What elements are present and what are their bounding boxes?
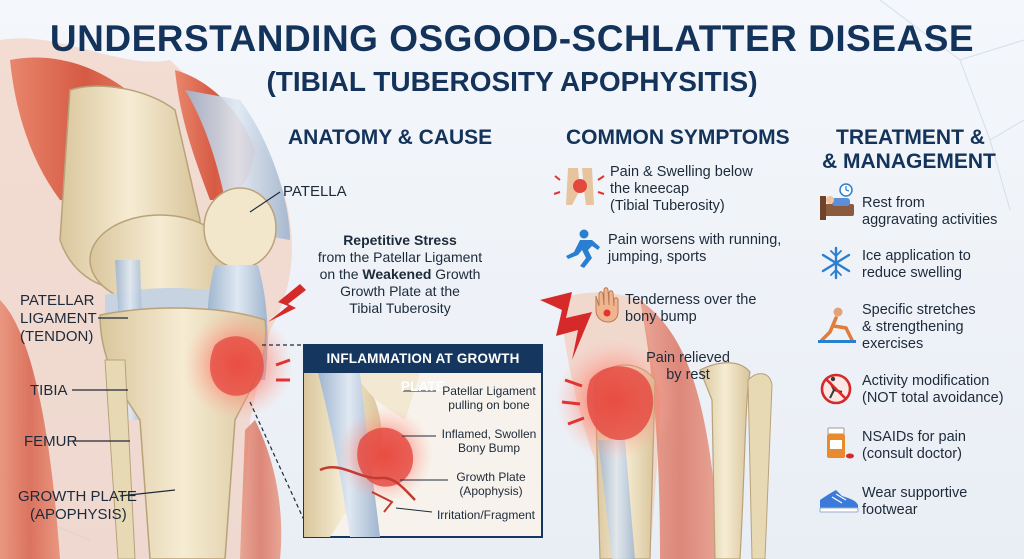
- symptom-3-line-2: bony bump: [625, 309, 697, 325]
- symptom-1-line-1: Pain & Swelling below: [610, 164, 753, 180]
- inset-label-ligament-1: Patellar Ligament: [442, 384, 536, 398]
- inset-label-bump-1: Inflamed, Swollen: [441, 427, 537, 441]
- symptom-item-2: Pain worsens with running, jumping, spor…: [608, 232, 818, 266]
- hand-icon: [595, 287, 619, 323]
- bed-rest-icon: [820, 183, 854, 220]
- inset-label-growth-plate: Growth Plate (Apophysis): [446, 470, 536, 498]
- treatment-5-line-2: (consult doctor): [862, 446, 962, 462]
- pain-bolt-icon: [540, 292, 592, 360]
- repetitive-stress-text: Repetitive Stress from the Patellar Liga…: [310, 232, 490, 317]
- no-activity-icon: [820, 373, 852, 405]
- inset-title: INFLAMMATION AT GROWTH PLATE: [304, 345, 542, 394]
- label-femur: FEMUR: [24, 433, 78, 450]
- treatment-item-5: NSAIDs for pain (consult doctor): [862, 429, 1022, 463]
- symptom-2-line-1: Pain worsens with running,: [608, 232, 782, 248]
- treatment-item-3: Specific stretches & strengthening exerc…: [862, 302, 1022, 353]
- treatment-3-line-2: & strengthening: [862, 319, 964, 335]
- section-anatomy-heading: ANATOMY & CAUSE: [288, 126, 493, 149]
- pain-rays: [275, 358, 585, 426]
- knee-pain-icon: [553, 168, 605, 205]
- treatment-3-line-1: Specific stretches: [862, 302, 976, 318]
- stretch-icon: [818, 307, 856, 343]
- treatment-2-line-1: Ice application to: [862, 248, 971, 264]
- section-treatment-heading-2: & MANAGEMENT: [822, 150, 996, 173]
- stress-bold-3: Weakened: [362, 266, 432, 282]
- treatment-1-line-2: aggravating activities: [862, 212, 998, 228]
- stress-line-5: Tibial Tuberosity: [349, 300, 451, 316]
- stress-arrow-left: [268, 284, 306, 322]
- stress-line-2: from the Patellar Ligament: [317, 249, 483, 265]
- symptom-3-line-1: Tenderness over the: [625, 292, 757, 308]
- page-subtitle: (TIBIAL TUBEROSITY APOPHYSITIS): [266, 66, 758, 97]
- section-treatment-heading-1: TREATMENT &: [836, 126, 985, 149]
- section-symptoms-heading: COMMON SYMPTOMS: [566, 126, 790, 149]
- label-growth-plate-2: (APOPHYSIS): [30, 506, 127, 523]
- runner-icon: [566, 229, 600, 268]
- symptom-item-1: Pain & Swelling below the kneecap (Tibia…: [610, 164, 810, 215]
- symptom-1-line-3: (Tibial Tuberosity): [610, 198, 725, 214]
- treatment-4-line-2: (NOT total avoidance): [862, 390, 1004, 406]
- label-tibia: TIBIA: [30, 382, 68, 399]
- symptom-2-line-2: jumping, sports: [608, 249, 707, 265]
- relief-line-2: by rest: [666, 367, 710, 383]
- stress-pre-3: on the: [319, 266, 363, 282]
- treatment-1-line-1: Rest from: [862, 195, 925, 211]
- inset-label-irritation: Irritation/Fragment: [436, 508, 536, 522]
- relief-line-1: Pain relieved: [646, 350, 730, 366]
- pill-bottle-icon: [827, 427, 854, 459]
- stress-post-3: Growth: [431, 266, 481, 282]
- inset-label-bump: Inflamed, Swollen Bony Bump: [436, 427, 542, 455]
- label-patellar-ligament-1: PATELLAR: [20, 292, 95, 309]
- symptom-1-line-2: the kneecap: [610, 181, 690, 197]
- snowflake-icon: [821, 246, 851, 280]
- inset-label-ligament-2: pulling on bone: [448, 398, 530, 412]
- page-title: UNDERSTANDING OSGOOD-SCHLATTER DISEASE: [49, 18, 975, 59]
- inset-label-growth-plate-1: Growth Plate: [456, 470, 526, 484]
- pain-relieved-text: Pain relieved by rest: [628, 350, 748, 384]
- treatment-6-line-2: footwear: [862, 502, 918, 518]
- inset-label-ligament: Patellar Ligament pulling on bone: [436, 384, 542, 412]
- inset-label-bump-2: Bony Bump: [457, 441, 521, 455]
- label-patellar-ligament-2: LIGAMENT: [20, 310, 97, 327]
- inset-label-growth-plate-2: (Apophysis): [459, 484, 523, 498]
- treatment-item-1: Rest from aggravating activities: [862, 195, 1022, 229]
- stress-bold-1: Repetitive Stress: [343, 232, 457, 248]
- treatment-item-4: Activity modification (NOT total avoidan…: [862, 373, 1022, 407]
- treatment-item-2: Ice application to reduce swelling: [862, 248, 1022, 282]
- inset-growth-plate: [303, 344, 543, 538]
- shoe-icon: [819, 490, 859, 513]
- symptom-item-3: Tenderness over the bony bump: [625, 292, 805, 326]
- label-patella: PATELLA: [283, 183, 347, 200]
- middle-knee-anatomy: [555, 292, 773, 559]
- treatment-3-line-3: exercises: [862, 336, 924, 352]
- label-patellar-ligament-3: (TENDON): [20, 328, 94, 345]
- treatment-6-line-1: Wear supportive: [862, 485, 968, 501]
- treatment-5-line-1: NSAIDs for pain: [862, 429, 966, 445]
- stress-line-4: Growth Plate at the: [340, 283, 460, 299]
- treatment-4-line-1: Activity modification: [862, 373, 990, 389]
- label-growth-plate-1: GROWTH PLATE: [18, 488, 137, 505]
- pointer-lines: [72, 191, 305, 521]
- treatment-2-line-2: reduce swelling: [862, 265, 962, 281]
- treatment-item-6: Wear supportive footwear: [862, 485, 1022, 519]
- left-knee-anatomy: [0, 38, 293, 559]
